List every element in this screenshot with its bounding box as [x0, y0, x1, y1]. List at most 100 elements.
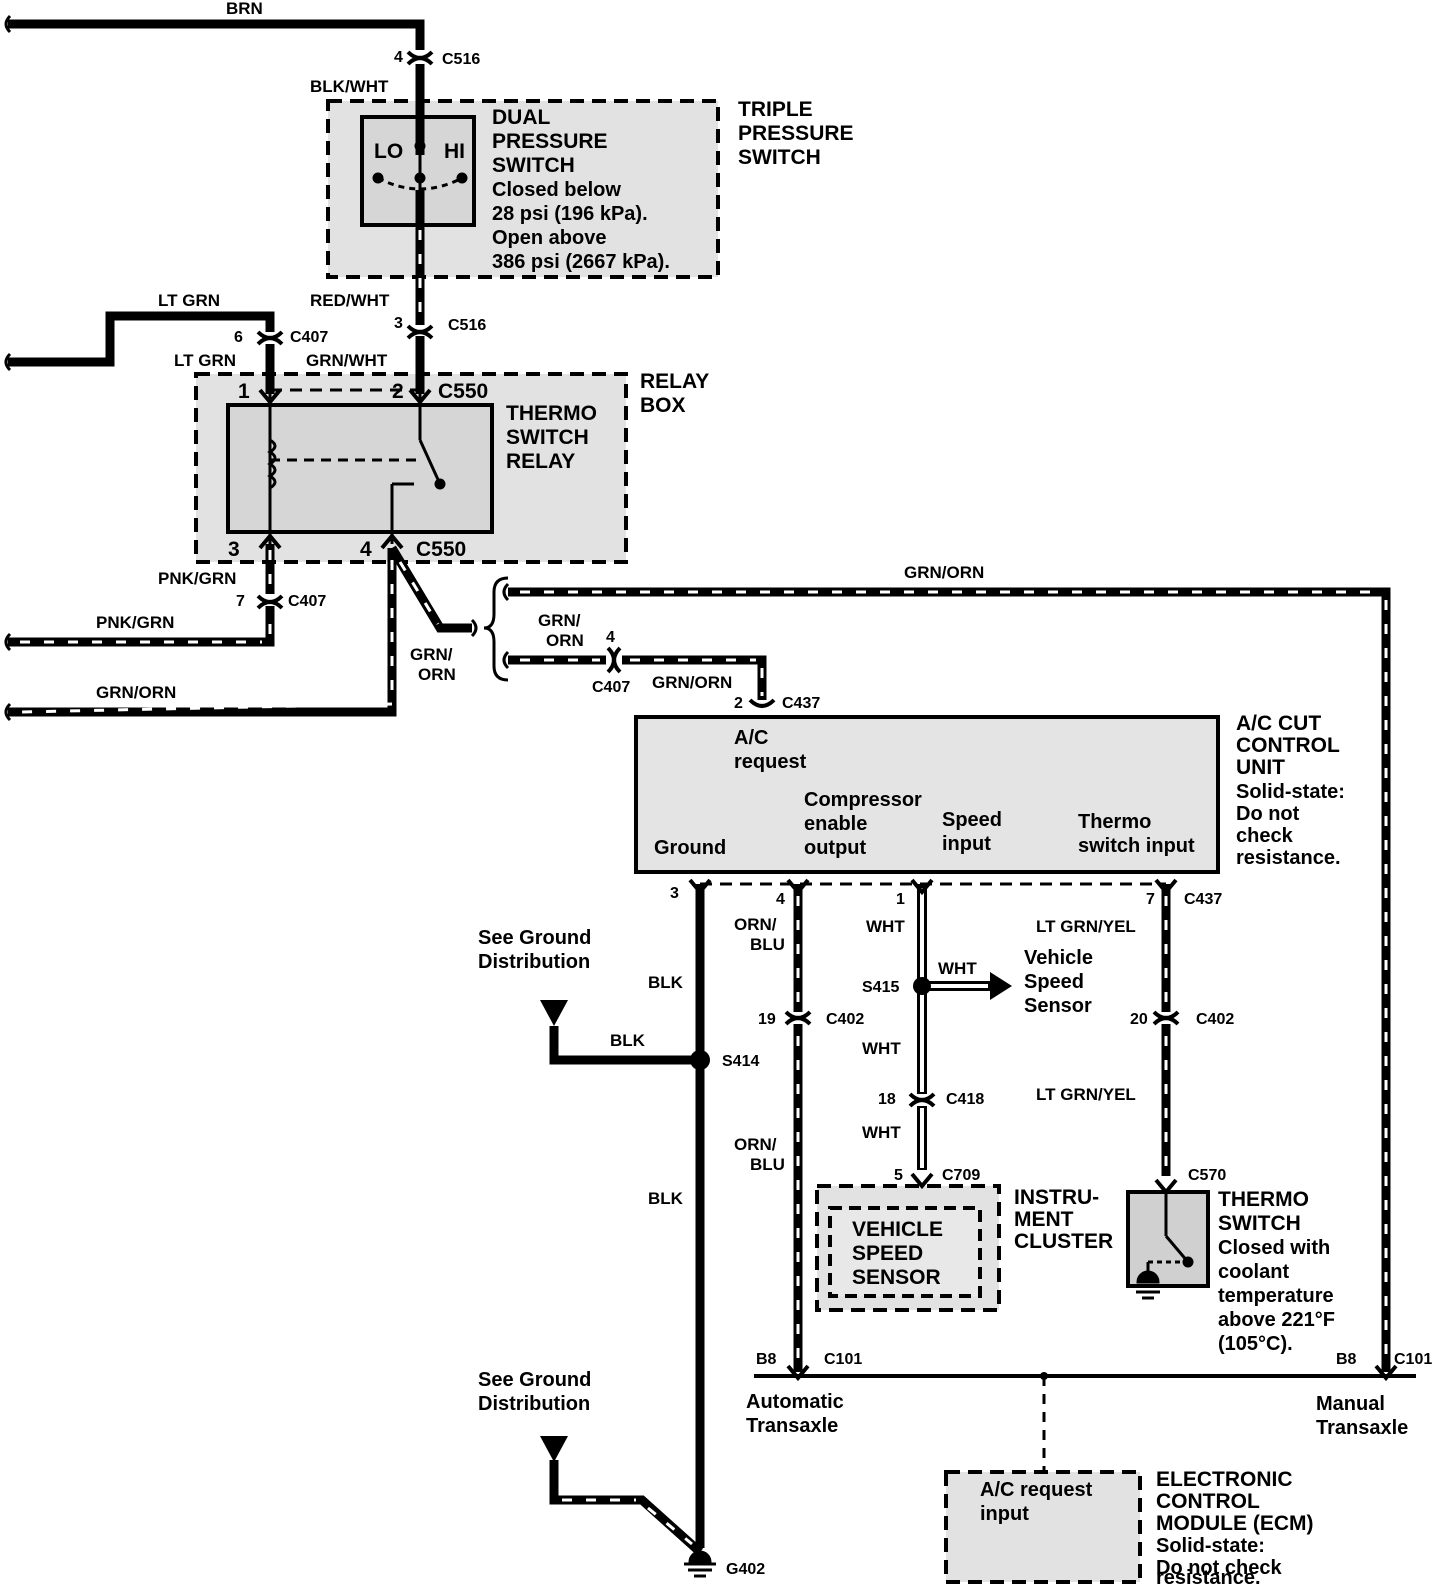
- manual-trans-text-1: Transaxle: [1316, 1417, 1408, 1439]
- triple-switch-text-1: PRESSURE: [738, 122, 854, 145]
- wire-label-grn-orn-top: GRN/ORN: [904, 563, 984, 582]
- pin-c550-3: 3: [228, 538, 240, 561]
- wire-label-pnk-grn-1: PNK/GRN: [158, 569, 236, 588]
- ac-cut-title-0: A/C CUT: [1236, 712, 1321, 735]
- ac-request-label-1: request: [734, 751, 807, 773]
- ground-dist-1-text-0: See Ground: [478, 927, 591, 949]
- s414-splice: [690, 1050, 710, 1070]
- pin-c550-1: 1: [238, 380, 250, 403]
- ecm-note-2: resistance.: [1156, 1567, 1261, 1586]
- pin-c101-a: B8: [756, 1351, 777, 1368]
- connector-c550-bot: C550: [416, 538, 466, 561]
- ground-dist-2-text-0: See Ground: [478, 1369, 591, 1391]
- grn-orn-top-wire-dash: [520, 590, 1388, 1360]
- thermo-switch-text-6: (105°C).: [1218, 1333, 1293, 1355]
- ac-cut-note-0: Solid-state:: [1236, 781, 1345, 803]
- splice-s414: S414: [722, 1053, 759, 1070]
- bus-node: [1040, 1372, 1048, 1380]
- instrument-text-2: CLUSTER: [1014, 1230, 1113, 1253]
- connector-c101-b: C101: [1394, 1351, 1432, 1368]
- wire-label-grn-orn-c437: GRN/ORN: [652, 673, 732, 692]
- pnk-grn-wire-2-dash: [20, 612, 272, 644]
- connector-c437-top: C437: [782, 695, 820, 712]
- pin-c437-4: 4: [776, 891, 785, 908]
- dual-switch-text-0: DUAL: [492, 106, 550, 129]
- dual-switch-text-6: 386 psi (2667 kPa).: [492, 251, 670, 273]
- splice-bracket: [483, 576, 509, 682]
- grn-orn-relay-wire: [8, 548, 397, 717]
- ecm-note-1: Do not check: [1156, 1557, 1282, 1579]
- wire-label-grn-orn-relay-b: ORN: [418, 665, 456, 684]
- vss-box-text-2: SENSOR: [852, 1266, 941, 1289]
- wire-label-grn-orn-mid-a: GRN/: [538, 611, 581, 630]
- thermo-switch-text-3: coolant: [1218, 1261, 1289, 1283]
- wire-label-lt-grn-yel-1: LT GRN/YEL: [1036, 917, 1136, 936]
- wire-label-grn-orn-relay-a: GRN/: [410, 645, 453, 664]
- wire-label-orn-blu-1a: ORN/: [734, 915, 777, 934]
- wire-label-grn-wht: GRN/WHT: [306, 351, 388, 370]
- ecm-box: [944, 1470, 1142, 1584]
- connector-c516-bot: C516: [448, 317, 486, 334]
- wire-label-blk-3: BLK: [648, 1189, 684, 1208]
- thermo-input-label-0: Thermo: [1078, 811, 1151, 833]
- vss-label-2: Sensor: [1024, 995, 1092, 1017]
- dual-switch-contacts: [372, 140, 468, 230]
- wire-label-wht-1: WHT: [866, 917, 905, 936]
- ground-label: Ground: [654, 837, 726, 859]
- thermo-switch-text-2: Closed with: [1218, 1237, 1330, 1259]
- triple-switch-text-2: SWITCH: [738, 146, 821, 169]
- splice-s415: S415: [862, 979, 899, 996]
- blk-ground-branch-2: [549, 1460, 704, 1556]
- relay-box-text-0: RELAY: [640, 370, 709, 393]
- speed-input-label-1: input: [942, 833, 991, 855]
- connector-c418: C418: [946, 1091, 984, 1108]
- wire-label-blk-2: BLK: [610, 1031, 646, 1050]
- ecm-input-text-0: A/C request: [980, 1479, 1093, 1501]
- ac-cut-note-2: check: [1236, 825, 1294, 847]
- connector-c516-top: C516: [442, 51, 480, 68]
- manual-trans-text-0: Manual: [1316, 1393, 1385, 1415]
- wire-label-grn-orn-left: GRN/ORN: [96, 683, 176, 702]
- ecm-note-0: Solid-state:: [1156, 1535, 1265, 1557]
- thermo-switch-text-0: THERMO: [1218, 1188, 1309, 1211]
- wire-label-lt-grn-yel-2: LT GRN/YEL: [1036, 1085, 1136, 1104]
- wire-label-blk-wht: BLK/WHT: [310, 77, 389, 96]
- vss-box-text-1: SPEED: [852, 1242, 923, 1265]
- grn-orn-mid-dash: [520, 658, 764, 696]
- thermo-input-label-1: switch input: [1078, 835, 1195, 857]
- connector-c402-b: C402: [1196, 1011, 1234, 1028]
- compressor-label-0: Compressor: [804, 789, 922, 811]
- ac-cut-control-unit-box: [634, 715, 1220, 874]
- grn-orn-mid-wire-2: [622, 655, 767, 700]
- wire-label-orn-blu-2b: BLU: [750, 1155, 785, 1174]
- connector-c709: C709: [942, 1167, 980, 1184]
- dual-switch-text-4: 28 psi (196 kPa).: [492, 203, 648, 225]
- thermo-switch-text-5: above 221°F: [1218, 1309, 1335, 1331]
- pin-c402-a: 19: [758, 1011, 776, 1028]
- vss-box-text-0: VEHICLE: [852, 1218, 943, 1241]
- pin-c101-b: B8: [1336, 1351, 1357, 1368]
- grn-orn-relay-wire-dash: [19, 560, 394, 714]
- dual-switch-text-2: SWITCH: [492, 154, 575, 177]
- instrument-text-0: INSTRU-: [1014, 1186, 1099, 1209]
- thermo-relay-text-2: RELAY: [506, 450, 575, 473]
- relay-coil-and-switch: [267, 388, 446, 544]
- thermo-switch-contacts: [1146, 1192, 1194, 1282]
- connector-c402-a: C402: [826, 1011, 864, 1028]
- pin-c516-top: 4: [394, 49, 403, 66]
- connector-c407-bot: C407: [288, 593, 326, 610]
- ac-cut-note-3: resistance.: [1236, 847, 1341, 869]
- auto-trans-text-0: Automatic: [746, 1391, 844, 1413]
- ground-dist-arrow-2: [540, 1436, 568, 1462]
- ecm-title-0: ELECTRONIC: [1156, 1468, 1293, 1491]
- wire-label-orn-blu-2a: ORN/: [734, 1135, 777, 1154]
- wire-label-wht-2: WHT: [938, 959, 977, 978]
- brn-wire: [8, 19, 425, 50]
- connector-c437-bot: C437: [1184, 891, 1222, 908]
- wire-label-pnk-grn-2: PNK/GRN: [96, 613, 174, 632]
- triple-switch-text-0: TRIPLE: [738, 98, 813, 121]
- ground-dist-arrow-1: [540, 1000, 568, 1026]
- vss-label-1: Speed: [1024, 971, 1084, 993]
- blk-ground-branch-2-dash: [562, 1498, 693, 1546]
